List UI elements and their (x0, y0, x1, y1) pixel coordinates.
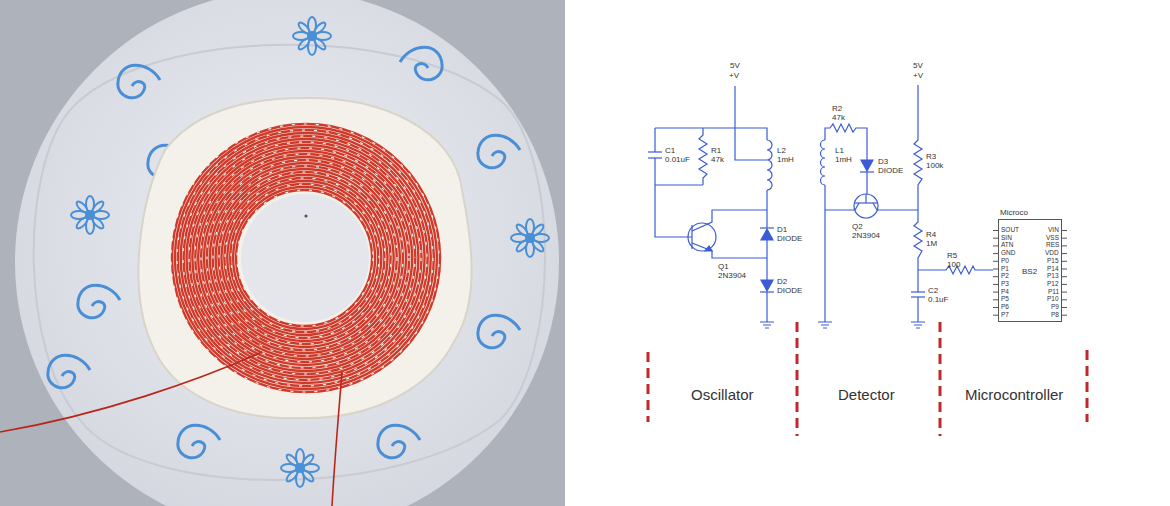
part-value: 0.1uF (928, 296, 948, 304)
pin-name: P13 (1047, 273, 1059, 280)
part-name: C2 (928, 287, 938, 295)
part-name: R3 (926, 153, 936, 161)
pin-name: VSS (1046, 235, 1059, 242)
pin-name: SIN (1001, 235, 1012, 242)
part-value: 2N3904 (852, 232, 880, 240)
part-value: 1mH (835, 156, 852, 164)
part-value: 1mH (777, 156, 794, 164)
pin-name: P8 (1051, 312, 1059, 319)
pin-name: P9 (1051, 304, 1059, 311)
pin-name: P14 (1047, 266, 1059, 273)
chip-name: Microco (1000, 209, 1028, 217)
part-value: DIODE (777, 235, 802, 243)
part-name: Q2 (852, 223, 863, 231)
part-name: C1 (665, 147, 675, 155)
part-value: DIODE (777, 287, 802, 295)
pin-name: P5 (1001, 296, 1009, 303)
pin-name: P11 (1048, 289, 1059, 296)
pin-name: GND (1001, 250, 1015, 257)
part-value: 100k (926, 162, 943, 170)
pin-name: P1 (1001, 266, 1009, 273)
pin-name: SOUT (1001, 227, 1019, 234)
supply-label: +V (913, 72, 923, 80)
schematic-symbols (648, 140, 1067, 328)
schematic-wires (655, 85, 993, 322)
part-name: L1 (835, 147, 844, 155)
part-value: 47k (832, 114, 845, 122)
pin-name: P6 (1001, 304, 1009, 311)
pin-name: RES (1046, 242, 1059, 249)
pin-name: P0 (1001, 258, 1009, 265)
section-label: Detector (838, 387, 895, 402)
pin-name: P7 (1001, 312, 1009, 319)
part-name: R4 (926, 231, 936, 239)
pin-name: P15 (1047, 258, 1059, 265)
part-value: 2N3904 (718, 272, 746, 280)
coil-photo (0, 0, 565, 506)
pin-name: ATN (1001, 242, 1014, 249)
pin-name: P2 (1001, 273, 1009, 280)
part-name: R2 (832, 105, 842, 113)
part-name: D2 (777, 278, 787, 286)
supply-label: 5V (913, 62, 923, 70)
part-name: D3 (878, 158, 888, 166)
part-name: L2 (777, 147, 786, 155)
section-label: Oscillator (691, 387, 754, 402)
supply-label: 5V (730, 62, 740, 70)
section-label: Microcontroller (965, 387, 1063, 402)
part-name: R5 (947, 252, 957, 260)
part-name: R1 (711, 147, 721, 155)
section-separator (648, 322, 1087, 436)
pin-name: P10 (1047, 296, 1059, 303)
pin-name: P3 (1001, 281, 1009, 288)
part-value: 1M (926, 240, 937, 248)
part-value: 100 (947, 261, 960, 269)
part-value: 0.01uF (665, 156, 690, 164)
pin-name: P12 (1047, 281, 1059, 288)
part-value: 47k (711, 156, 724, 164)
part-value: DIODE (878, 167, 903, 175)
pin-name: P4 (1001, 289, 1009, 296)
chip-type: BS2 (1022, 268, 1037, 276)
part-name: Q1 (718, 263, 729, 271)
supply-label: +V (729, 72, 739, 80)
pin-name: VDD (1045, 250, 1059, 257)
pin-name: VIN (1048, 227, 1059, 234)
part-name: D1 (777, 226, 787, 234)
